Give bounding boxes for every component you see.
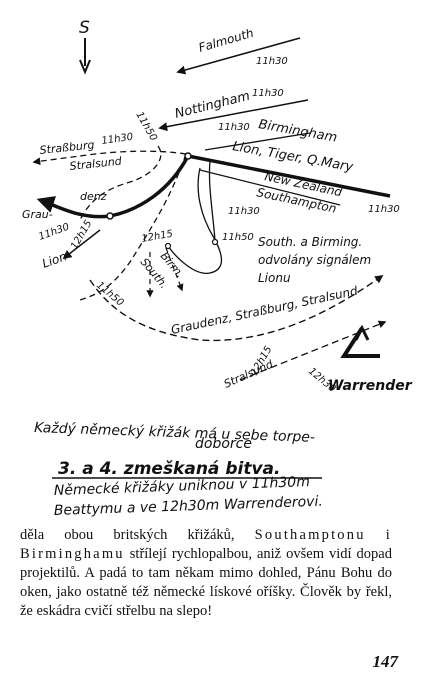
southampton-spaced: Southamptonu [254, 527, 366, 543]
lionu-label: Lionu [258, 271, 291, 285]
center-1150-time: 11h50 [222, 232, 254, 243]
caption-torpedo-line2: doborce [195, 436, 252, 452]
compass: S [79, 18, 91, 75]
caption-torpedo-line1: Každý německý křižák má u sebe torpe- [34, 420, 315, 446]
right-end-time: 11h30 [368, 204, 400, 215]
main-battlecruiser-track [36, 152, 391, 220]
strassburg-label: Straßburg [39, 138, 95, 157]
body-line1-prefix: děla obou britských křižáků, [20, 527, 255, 543]
body-rest: střílejí rychlopalbou, aniž ovšem vidí d… [20, 546, 392, 619]
graudenz-right-label: denz [80, 190, 107, 203]
center-time: 11h30 [228, 206, 260, 217]
stralsund-label: Stralsund [69, 154, 123, 172]
south-a-birming-label: South. a Birming. [258, 235, 362, 249]
caption-missed-battle: 3. a 4. zmeškaná bitva. [58, 459, 280, 479]
warrender-label: Warrender [328, 378, 413, 394]
strassburg-stralsund-tracks: Straßburg 11h30 Stralsund [32, 132, 187, 301]
falmouth-time: 11h30 [256, 56, 288, 67]
strassburg-time: 11h30 [101, 132, 134, 147]
body-paragraph: děla obou britských křižáků, Southampton… [20, 526, 392, 621]
birmingham-time: 11h30 [218, 122, 250, 133]
compass-label: S [79, 18, 90, 38]
page-number: 147 [372, 652, 399, 671]
naval-battle-map: S Falmouth 11h30 Nottingham 11h50 11h30 … [22, 18, 413, 395]
graudenz-left-label: Grau- [22, 208, 53, 221]
birmingham-spaced: i Birminghamu [20, 527, 392, 562]
nottingham-time-right: 11h30 [252, 88, 284, 99]
odvolany-label: odvolány signálem [258, 253, 371, 267]
birm-1215-time: 12h15 [141, 229, 174, 245]
caption-block: Každý německý křižák má u sebe torpe- do… [34, 420, 323, 519]
